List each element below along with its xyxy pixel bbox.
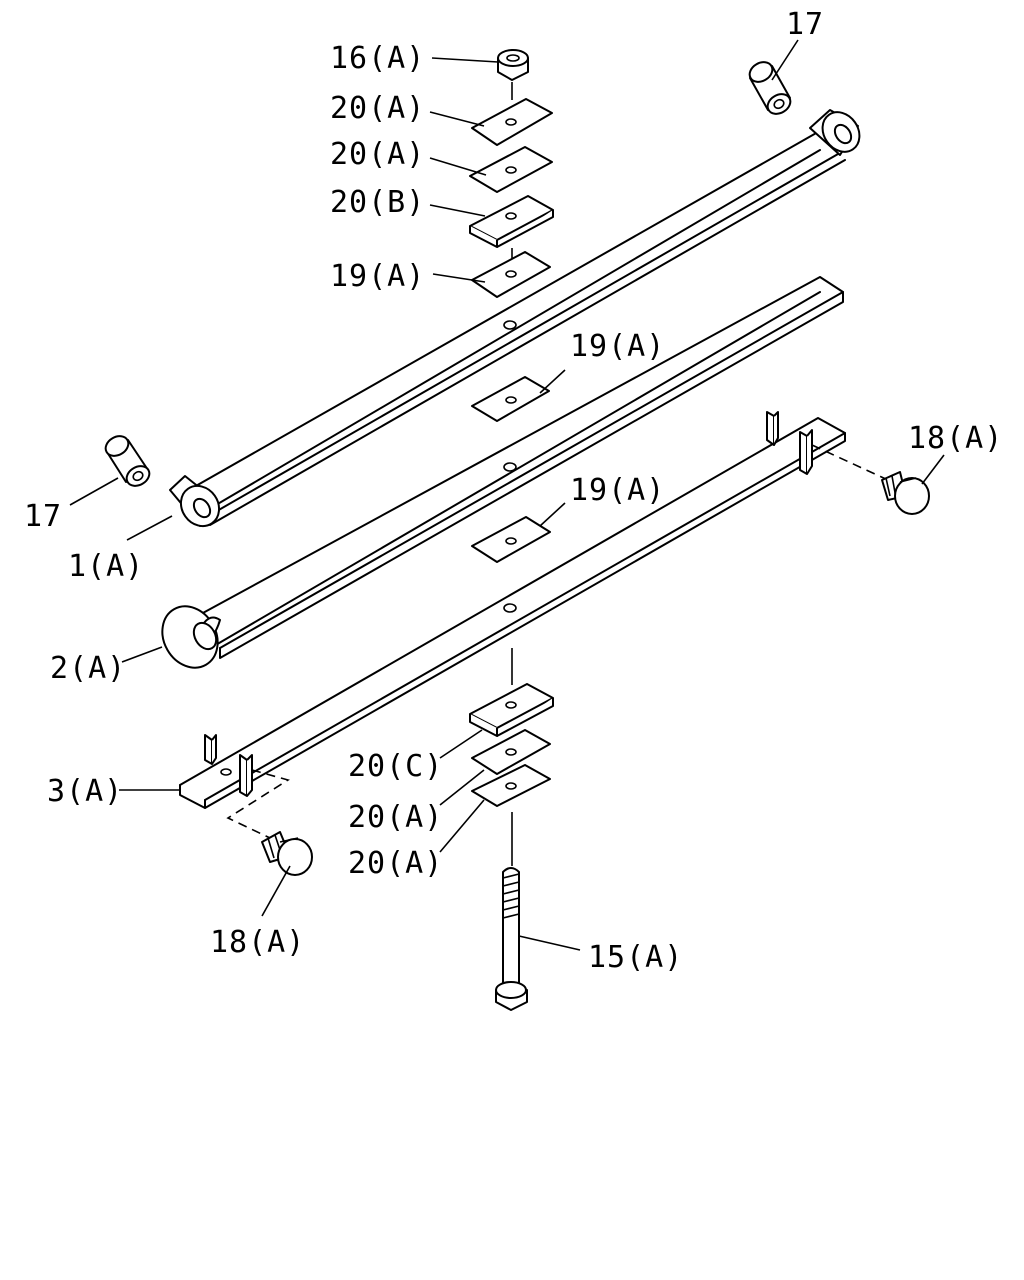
- center-hole: [503, 320, 517, 330]
- spring-eye-rear: [809, 109, 861, 156]
- callout-19a: 19(A): [330, 259, 425, 294]
- rebound-clip-front: [204, 734, 253, 797]
- bolt-axis-right: [811, 444, 889, 481]
- callout-20a: 20(A): [348, 800, 443, 835]
- shim-20c: [469, 683, 554, 737]
- shim-20a-top-2: [469, 146, 553, 193]
- callout-18a: 18(A): [908, 421, 1003, 456]
- bushing-front: [104, 435, 151, 487]
- leaf-spring-second: [161, 276, 844, 669]
- callout-18a: 18(A): [210, 925, 305, 960]
- callout-16a: 16(A): [330, 41, 425, 76]
- callout-20a: 20(A): [330, 91, 425, 126]
- callout-17: 17: [786, 7, 824, 42]
- shim-20a-bottom-1: [471, 729, 551, 775]
- callout-20b: 20(B): [330, 185, 425, 220]
- shim-20b: [469, 195, 554, 248]
- bushing-rear: [748, 61, 792, 115]
- spring-eye-front: [169, 475, 221, 528]
- callout-1a: 1(A): [68, 549, 144, 584]
- shim-20a-top-1: [471, 98, 553, 146]
- shackle-bolt-right: [881, 471, 930, 515]
- leaf-spring-third: [179, 411, 889, 839]
- nut-16a: [497, 49, 529, 81]
- shackle-bolt-left: [261, 831, 313, 876]
- center-bolt-15a: [495, 867, 528, 1011]
- callout-17: 17: [24, 499, 62, 534]
- callout-15a: 15(A): [588, 940, 683, 975]
- shim-20a-bottom-2: [471, 764, 551, 807]
- callout-19a: 19(A): [570, 473, 665, 508]
- callout-2a: 2(A): [50, 651, 126, 686]
- leader-lines: [69, 39, 945, 951]
- callout-20a: 20(A): [330, 137, 425, 172]
- center-hole: [503, 462, 517, 472]
- callout-19a: 19(A): [570, 329, 665, 364]
- bolt-axis-left: [226, 769, 290, 839]
- callout-3a: 3(A): [47, 774, 123, 809]
- spacer-19a-top: [471, 251, 551, 298]
- spring-eye-second: [161, 605, 221, 669]
- spacer-19a-lower: [471, 516, 551, 563]
- callout-20c: 20(C): [348, 749, 443, 784]
- leaf-spring-main: [169, 109, 861, 528]
- callout-20a: 20(A): [348, 846, 443, 881]
- center-hole: [503, 603, 517, 613]
- spacer-19a-middle: [471, 376, 550, 422]
- rebound-clip-rear: [766, 411, 813, 475]
